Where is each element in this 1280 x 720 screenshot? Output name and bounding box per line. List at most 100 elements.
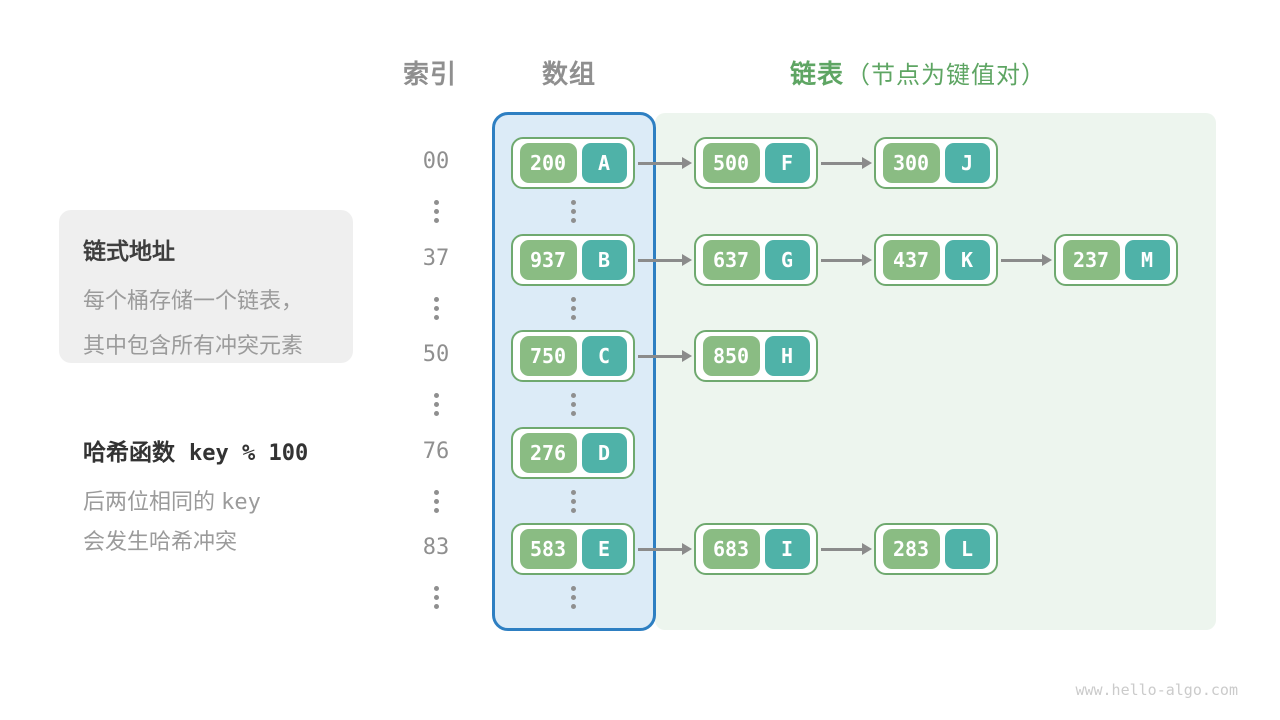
pair-value: M [1124, 240, 1170, 280]
ellipsis-dots [433, 586, 439, 609]
dot [570, 200, 576, 205]
next-pointer-arrow [821, 542, 872, 555]
pair-value: I [764, 529, 810, 569]
next-pointer-arrow [638, 156, 692, 169]
dot [570, 218, 576, 223]
next-pointer-arrow [821, 253, 872, 266]
dot [433, 200, 439, 205]
hash-note-line-1-code: key [221, 490, 261, 515]
next-pointer-arrow [1001, 253, 1052, 266]
pair-key: 750 [519, 336, 577, 376]
dot [433, 393, 439, 398]
callout-body: 每个桶存储一个链表， 其中包含所有冲突元素 [83, 278, 329, 368]
hash-function-body: 后两位相同的 key 会发生哈希冲突 [83, 482, 308, 561]
dot [433, 306, 439, 311]
pair-key: 637 [702, 240, 760, 280]
dot [570, 586, 576, 591]
dot [570, 595, 576, 600]
pair-value: B [581, 240, 627, 280]
index-label: 37 [422, 246, 450, 271]
hash-note-line-1: 后两位相同的 key [83, 482, 308, 522]
dot [570, 297, 576, 302]
hash-function-title-text: 哈希函数 [83, 439, 175, 465]
pair-value: H [764, 336, 810, 376]
pair-key: 200 [519, 143, 577, 183]
pair-value: F [764, 143, 810, 183]
callout-line-1: 每个桶存储一个链表， [83, 288, 304, 313]
pair-key: 500 [702, 143, 760, 183]
hash-function-note: 哈希函数 key % 100 后两位相同的 key 会发生哈希冲突 [83, 433, 308, 561]
pair-value: C [581, 336, 627, 376]
pair-key: 283 [882, 529, 940, 569]
dot [433, 218, 439, 223]
header-array: 数组 [542, 59, 597, 89]
dot [570, 499, 576, 504]
next-pointer-arrow [638, 349, 692, 362]
ellipsis-dots [570, 393, 576, 416]
dot [433, 402, 439, 407]
header-linked-list-note: （节点为键值对） [846, 62, 1047, 89]
pair-value: D [581, 433, 627, 473]
callout-line-2: 其中包含所有冲突元素 [83, 333, 304, 358]
index-label: 76 [422, 439, 450, 464]
pair-key: 300 [882, 143, 940, 183]
next-pointer-arrow [821, 156, 872, 169]
ellipsis-dots [433, 490, 439, 513]
pair-value: G [764, 240, 810, 280]
next-pointer-arrow [638, 542, 692, 555]
index-label: 00 [422, 149, 450, 174]
pair-key: 237 [1062, 240, 1120, 280]
header-linked-list-title: 链表 [790, 59, 845, 89]
dot [570, 393, 576, 398]
dot [433, 209, 439, 214]
pair-key: 683 [702, 529, 760, 569]
next-pointer-arrow [638, 253, 692, 266]
dot [570, 411, 576, 416]
dot [433, 586, 439, 591]
ellipsis-dots [570, 297, 576, 320]
ellipsis-dots [570, 200, 576, 223]
dot [570, 209, 576, 214]
hash-function-title: 哈希函数 key % 100 [83, 433, 308, 467]
dot [570, 490, 576, 495]
pair-value: A [581, 143, 627, 183]
ellipsis-dots [433, 200, 439, 223]
pair-value: K [944, 240, 990, 280]
callout-title: 链式地址 [83, 238, 175, 264]
dot [433, 411, 439, 416]
hash-note-line-1-text: 后两位相同的 [83, 489, 216, 514]
dot [570, 315, 576, 320]
dot [433, 508, 439, 513]
ellipsis-dots [433, 297, 439, 320]
dot [570, 402, 576, 407]
chaining-callout: 链式地址 每个桶存储一个链表， 其中包含所有冲突元素 [59, 210, 353, 363]
dot [433, 499, 439, 504]
pair-key: 276 [519, 433, 577, 473]
ellipsis-dots [570, 586, 576, 609]
watermark: www.hello-algo.com [1075, 681, 1238, 699]
hash-note-line-2: 会发生哈希冲突 [83, 529, 238, 554]
ellipsis-dots [433, 393, 439, 416]
header-linked-list: 链表（节点为键值对） [790, 54, 1046, 91]
dot [433, 490, 439, 495]
dot [433, 315, 439, 320]
pair-value: L [944, 529, 990, 569]
header-index: 索引 [403, 59, 458, 89]
hash-function-expression: key % 100 [189, 441, 309, 466]
index-label: 83 [422, 535, 450, 560]
dot [433, 595, 439, 600]
index-label: 50 [422, 342, 450, 367]
pair-key: 437 [882, 240, 940, 280]
pair-value: E [581, 529, 627, 569]
dot [570, 306, 576, 311]
